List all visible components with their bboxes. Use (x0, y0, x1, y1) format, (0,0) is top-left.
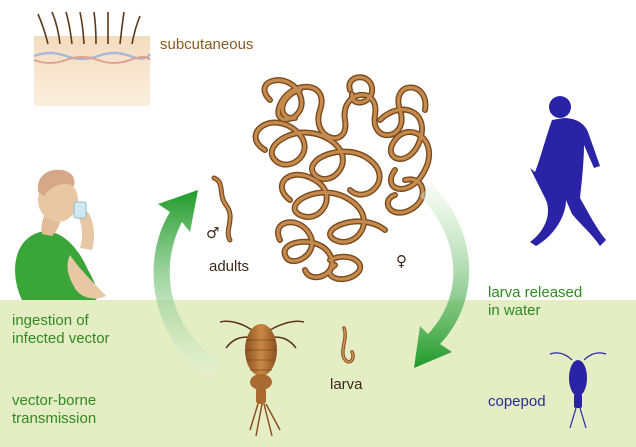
subcutaneous-label: subcutaneous (160, 36, 254, 53)
vector-borne-label-line2: transmission (12, 410, 97, 427)
male-symbol: ♂ (206, 224, 220, 242)
larva-released-label-line2: in water (488, 302, 541, 319)
vector-borne-label-line1: vector-borne (12, 392, 97, 409)
worm-mass-icon (252, 74, 433, 283)
ingestion-arrow (153, 190, 222, 378)
female-symbol: ♀ (396, 252, 407, 270)
ingestion-label-line2: infected vector (12, 330, 110, 347)
copepod-icon (219, 320, 305, 437)
water-band (0, 300, 636, 447)
copepod-label: copepod (488, 393, 546, 410)
larva-icon (341, 326, 355, 364)
larva-label: larva (330, 376, 363, 393)
drinking-person-icon (15, 169, 106, 300)
release-arrow (414, 184, 470, 368)
walking-person-icon (530, 96, 606, 246)
skin-cross-section-icon (33, 11, 152, 106)
adults-label: adults (209, 258, 250, 275)
copepod-icon (549, 352, 607, 429)
ingestion-label-line1: ingestion of (12, 312, 89, 329)
male-worm-icon (211, 175, 233, 243)
larva-released-label-line1: larva released (488, 284, 583, 301)
